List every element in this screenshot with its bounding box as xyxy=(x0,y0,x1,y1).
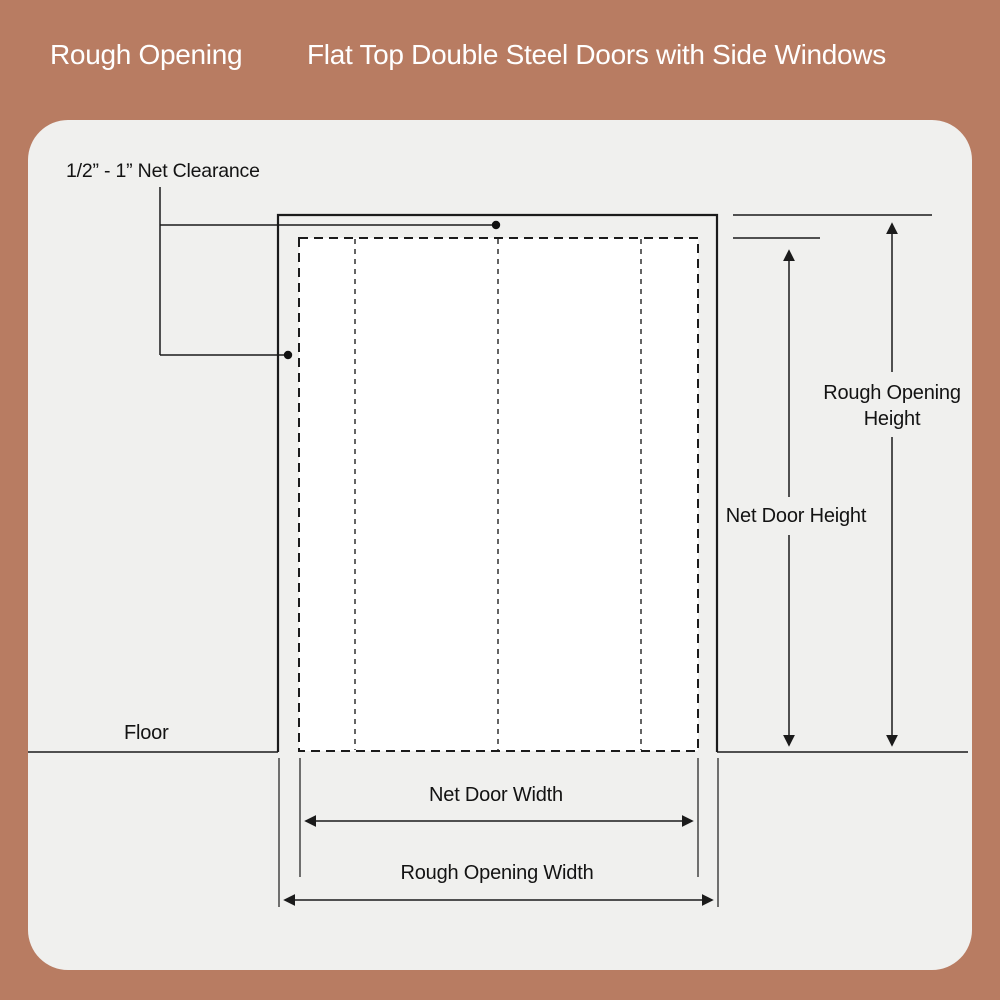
rough-opening-height-label: Rough Opening Height xyxy=(823,382,961,430)
rough-opening-width-label: Rough Opening Width xyxy=(400,862,594,884)
net-clearance-dot-top xyxy=(491,220,501,230)
net-door-height-label: Net Door Height xyxy=(725,505,867,527)
net-clearance-dot-side xyxy=(283,350,293,360)
page-title: Rough Opening xyxy=(50,39,243,70)
floor-label: Floor xyxy=(124,722,169,744)
rough-opening-outline xyxy=(276,213,719,752)
net-clearance-label: 1/2” - 1” Net Clearance xyxy=(66,160,260,182)
net-door-dashed-outline xyxy=(298,237,699,752)
net-door-width-label: Net Door Width xyxy=(429,784,563,806)
page-subtitle: Flat Top Double Steel Doors with Side Wi… xyxy=(307,39,886,70)
